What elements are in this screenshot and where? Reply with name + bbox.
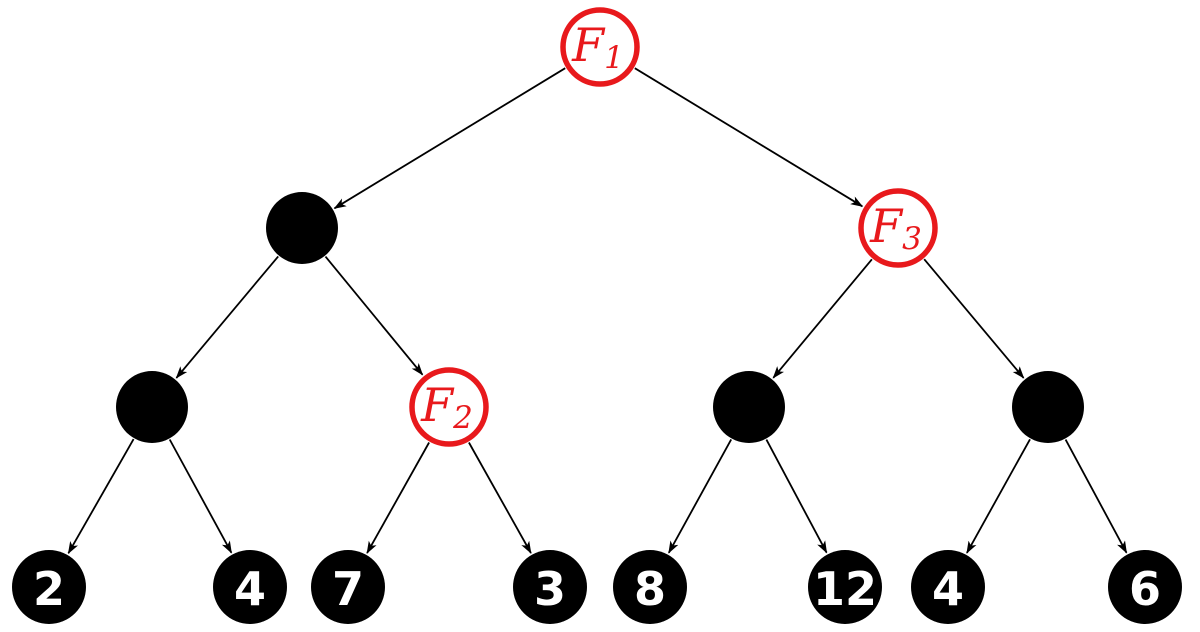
tree-edge-F3-RR (923, 258, 1025, 379)
tree-node-leaf6: 6 (1108, 550, 1182, 624)
frontier-label-subscript: 3 (902, 221, 922, 257)
leaf-node-label: 8 (634, 562, 666, 616)
tree-edge-LL-leaf4a (168, 439, 233, 554)
internal-node-circle (1012, 371, 1084, 443)
leaf-node-circle (808, 550, 882, 624)
tree-node-F3: F3 (858, 188, 938, 268)
tree-edge-RR-leaf4b (966, 438, 1031, 554)
tree-node-leaf2: 2 (12, 550, 86, 624)
tree-edge-RL-leaf12 (765, 439, 828, 554)
internal-node-circle (116, 371, 188, 443)
leaf-node-circle (311, 550, 385, 624)
tree-edge-F1-L (333, 67, 566, 210)
leaf-node-label: 4 (234, 562, 266, 616)
frontier-label-letter: F (420, 378, 455, 432)
tree-node-leaf8: 8 (613, 550, 687, 624)
leaf-node-circle (213, 550, 287, 624)
tree-node-F1: F1 (560, 7, 640, 87)
leaf-node-label: 6 (1129, 562, 1161, 616)
tree-node-L (266, 192, 338, 264)
frontier-label-letter: F (571, 18, 606, 72)
leaf-node-label: 12 (813, 562, 877, 616)
frontier-node-circle (858, 188, 938, 268)
frontier-node-circle (409, 367, 489, 447)
tree-edge-RL-leaf8 (668, 438, 732, 554)
tree-node-RR (1012, 371, 1084, 443)
internal-node-circle (713, 371, 785, 443)
leaf-node-label: 7 (332, 562, 364, 616)
internal-node-circle (266, 192, 338, 264)
leaf-node-label: 3 (534, 562, 566, 616)
leaf-node-circle (911, 550, 985, 624)
tree-node-LL (116, 371, 188, 443)
tree-edge-L-F2 (324, 256, 424, 376)
frontier-node-circle (560, 7, 640, 87)
tree-edge-RR-leaf6 (1064, 439, 1128, 554)
leaf-node-circle (513, 550, 587, 624)
tree-edge-F2-leaf3 (468, 442, 532, 554)
tree-node-F2: F2 (409, 367, 489, 447)
tree-node-RL (713, 371, 785, 443)
frontier-node-label: F1 (571, 18, 624, 76)
frontier-label-subscript: 2 (452, 400, 473, 436)
leaf-node-circle (12, 550, 86, 624)
tree-node-leaf3: 3 (513, 550, 587, 624)
tree-node-leaf4a: 4 (213, 550, 287, 624)
leaf-node-circle (1108, 550, 1182, 624)
tree-node-leaf7: 7 (311, 550, 385, 624)
tree-edge-F1-F3 (634, 67, 864, 208)
tree-node-leaf12: 12 (808, 550, 882, 624)
frontier-node-label: F2 (420, 378, 473, 436)
tree-edge-F2-leaf7 (366, 442, 430, 554)
leaf-node-label: 2 (33, 562, 65, 616)
tree-edge-LL-leaf2 (67, 438, 135, 555)
leaf-node-label: 4 (932, 562, 964, 616)
leaf-node-circle (613, 550, 687, 624)
tree-edge-F3-RL (772, 258, 873, 379)
frontier-label-letter: F (869, 199, 904, 253)
tree-node-leaf4b: 4 (911, 550, 985, 624)
tree-edge-L-LL (175, 255, 279, 379)
frontier-node-label: F3 (869, 199, 922, 257)
frontier-label-subscript: 1 (604, 40, 624, 76)
